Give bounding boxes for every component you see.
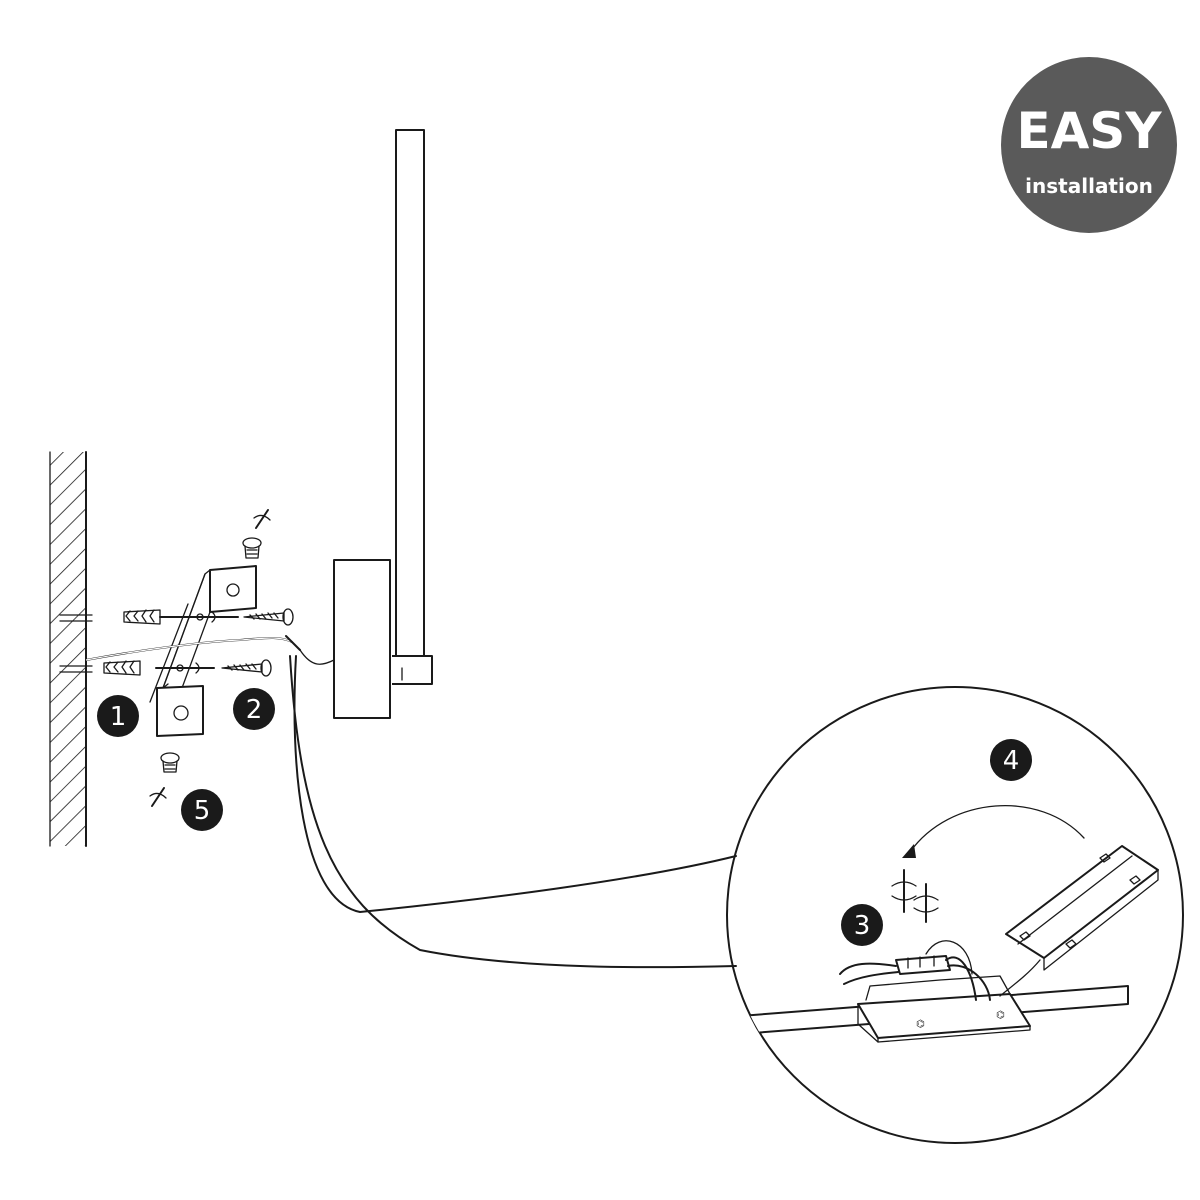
screw-icon xyxy=(221,659,272,677)
step-marker-3: 3 xyxy=(841,904,883,946)
power-cable xyxy=(85,635,335,665)
wall-plug-icon xyxy=(123,609,161,625)
rotation-arrow-icon xyxy=(909,805,1085,853)
screw-icon xyxy=(243,608,294,626)
screwdriver-rotate-icon xyxy=(891,869,939,923)
step-marker-2: 2 xyxy=(233,688,275,730)
svg-text:1: 1 xyxy=(110,702,127,732)
svg-text:⌬: ⌬ xyxy=(996,1010,1005,1021)
step-marker-5: 5 xyxy=(181,789,223,831)
step-marker-4: 4 xyxy=(990,739,1032,781)
wall xyxy=(49,451,87,847)
zoom-connector xyxy=(289,655,737,969)
screwdriver-rotate-icon xyxy=(149,787,167,807)
screw-alignment-lines xyxy=(155,611,239,674)
svg-text:3: 3 xyxy=(854,911,871,941)
badge-circle xyxy=(1001,57,1177,233)
step-marker-1: 1 xyxy=(97,695,139,737)
badge-title: EASY xyxy=(1016,102,1162,160)
screwdriver-rotate-icon xyxy=(253,509,271,529)
screw-icon xyxy=(242,537,262,559)
easy-installation-badge: EASY installation xyxy=(1001,57,1177,233)
wall-plug-icon xyxy=(103,660,141,676)
svg-text:⌬: ⌬ xyxy=(916,1019,925,1030)
screw-icon xyxy=(160,752,180,773)
svg-text:2: 2 xyxy=(246,695,263,725)
badge-subtitle: installation xyxy=(1025,174,1153,198)
wall-drill-holes xyxy=(59,614,93,673)
svg-text:5: 5 xyxy=(194,796,211,826)
zoom-detail: ⌬ ⌬ xyxy=(726,686,1184,1144)
svg-text:4: 4 xyxy=(1003,746,1020,776)
lamp-fixture xyxy=(333,129,433,719)
